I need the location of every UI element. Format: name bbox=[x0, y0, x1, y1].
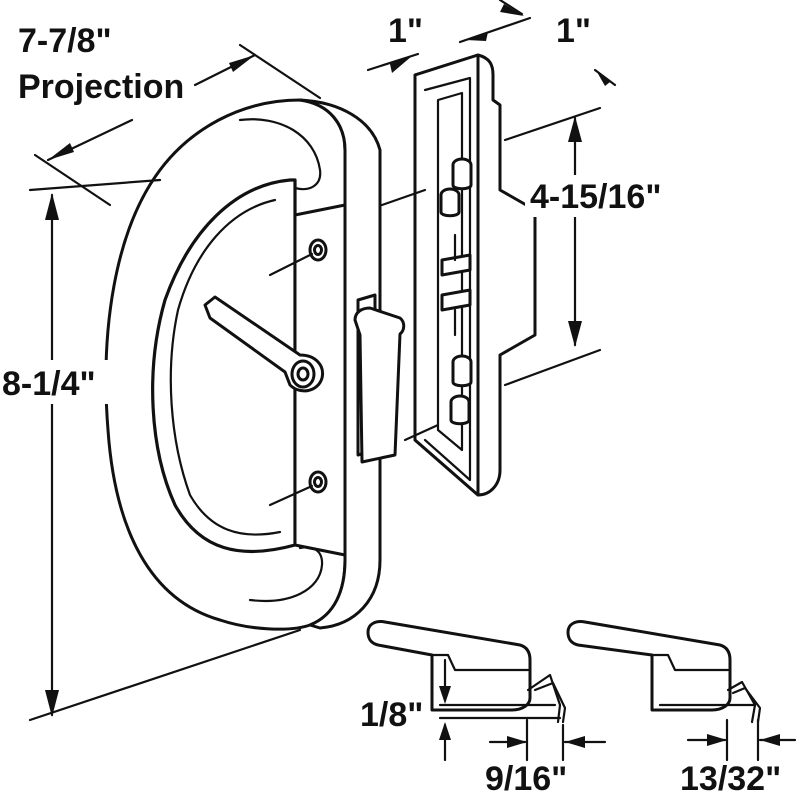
handle bbox=[104, 98, 406, 631]
latch-a-offset-label: 1/8" bbox=[360, 696, 423, 734]
projection-dimension: 7-7/8" Projection bbox=[18, 22, 322, 207]
screw-boss bbox=[439, 157, 473, 218]
hole-spacing-label: 4-15/16" bbox=[530, 178, 661, 216]
projection-word-label: Projection bbox=[18, 68, 184, 106]
width-b-label: 1" bbox=[556, 12, 591, 50]
mounting-bracket bbox=[380, 53, 537, 497]
width-dimension: 1" 1" bbox=[366, 0, 617, 87]
width-a-label: 1" bbox=[388, 12, 423, 50]
screw-boss bbox=[449, 354, 473, 426]
projection-value-label: 7-7/8" bbox=[18, 22, 112, 60]
latch-detail-a: 1/8" 9/16" bbox=[360, 620, 607, 798]
height-label: 8-1/4" bbox=[2, 365, 96, 403]
latch-a-hook-label: 9/16" bbox=[485, 760, 567, 798]
hole-spacing-dimension: 4-15/16" bbox=[503, 106, 675, 387]
latch-b-hook-label: 13/32" bbox=[680, 760, 781, 798]
latch-detail-b: 13/32" bbox=[566, 620, 797, 798]
height-dimension: 8-1/4" bbox=[0, 178, 302, 722]
